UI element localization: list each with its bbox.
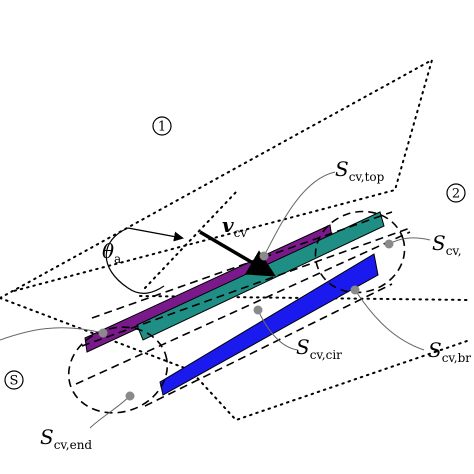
region-badge-1: 1	[152, 116, 172, 136]
angle-arc	[105, 227, 165, 294]
angle-arrow	[127, 227, 184, 242]
leader-lines	[0, 171, 431, 429]
velocity-arrow	[199, 230, 277, 277]
plane-region-2	[0, 295, 471, 422]
region-s-label: S	[10, 374, 19, 389]
s-end-label: Scv,end	[40, 425, 92, 452]
region-badge-s: S	[4, 370, 24, 390]
s-cir-label: Scv,cir	[296, 335, 342, 362]
plane-region-1	[0, 57, 434, 299]
theta-label: θa	[102, 239, 121, 266]
blue-ribbon	[159, 253, 379, 396]
region-1-label: 1	[158, 120, 166, 135]
region-2-label: 2	[452, 187, 460, 202]
region-badge-2: 2	[446, 183, 466, 203]
purple-ribbon	[84, 224, 333, 353]
marker-dots	[98, 239, 394, 401]
velocity-label: vcv	[222, 213, 247, 240]
s-right-label: Scv,	[432, 231, 462, 258]
control-volume-cylinder	[67, 210, 411, 414]
s-br-label: Scv,br	[428, 338, 471, 365]
s-top-label: Scv,top	[335, 157, 385, 184]
